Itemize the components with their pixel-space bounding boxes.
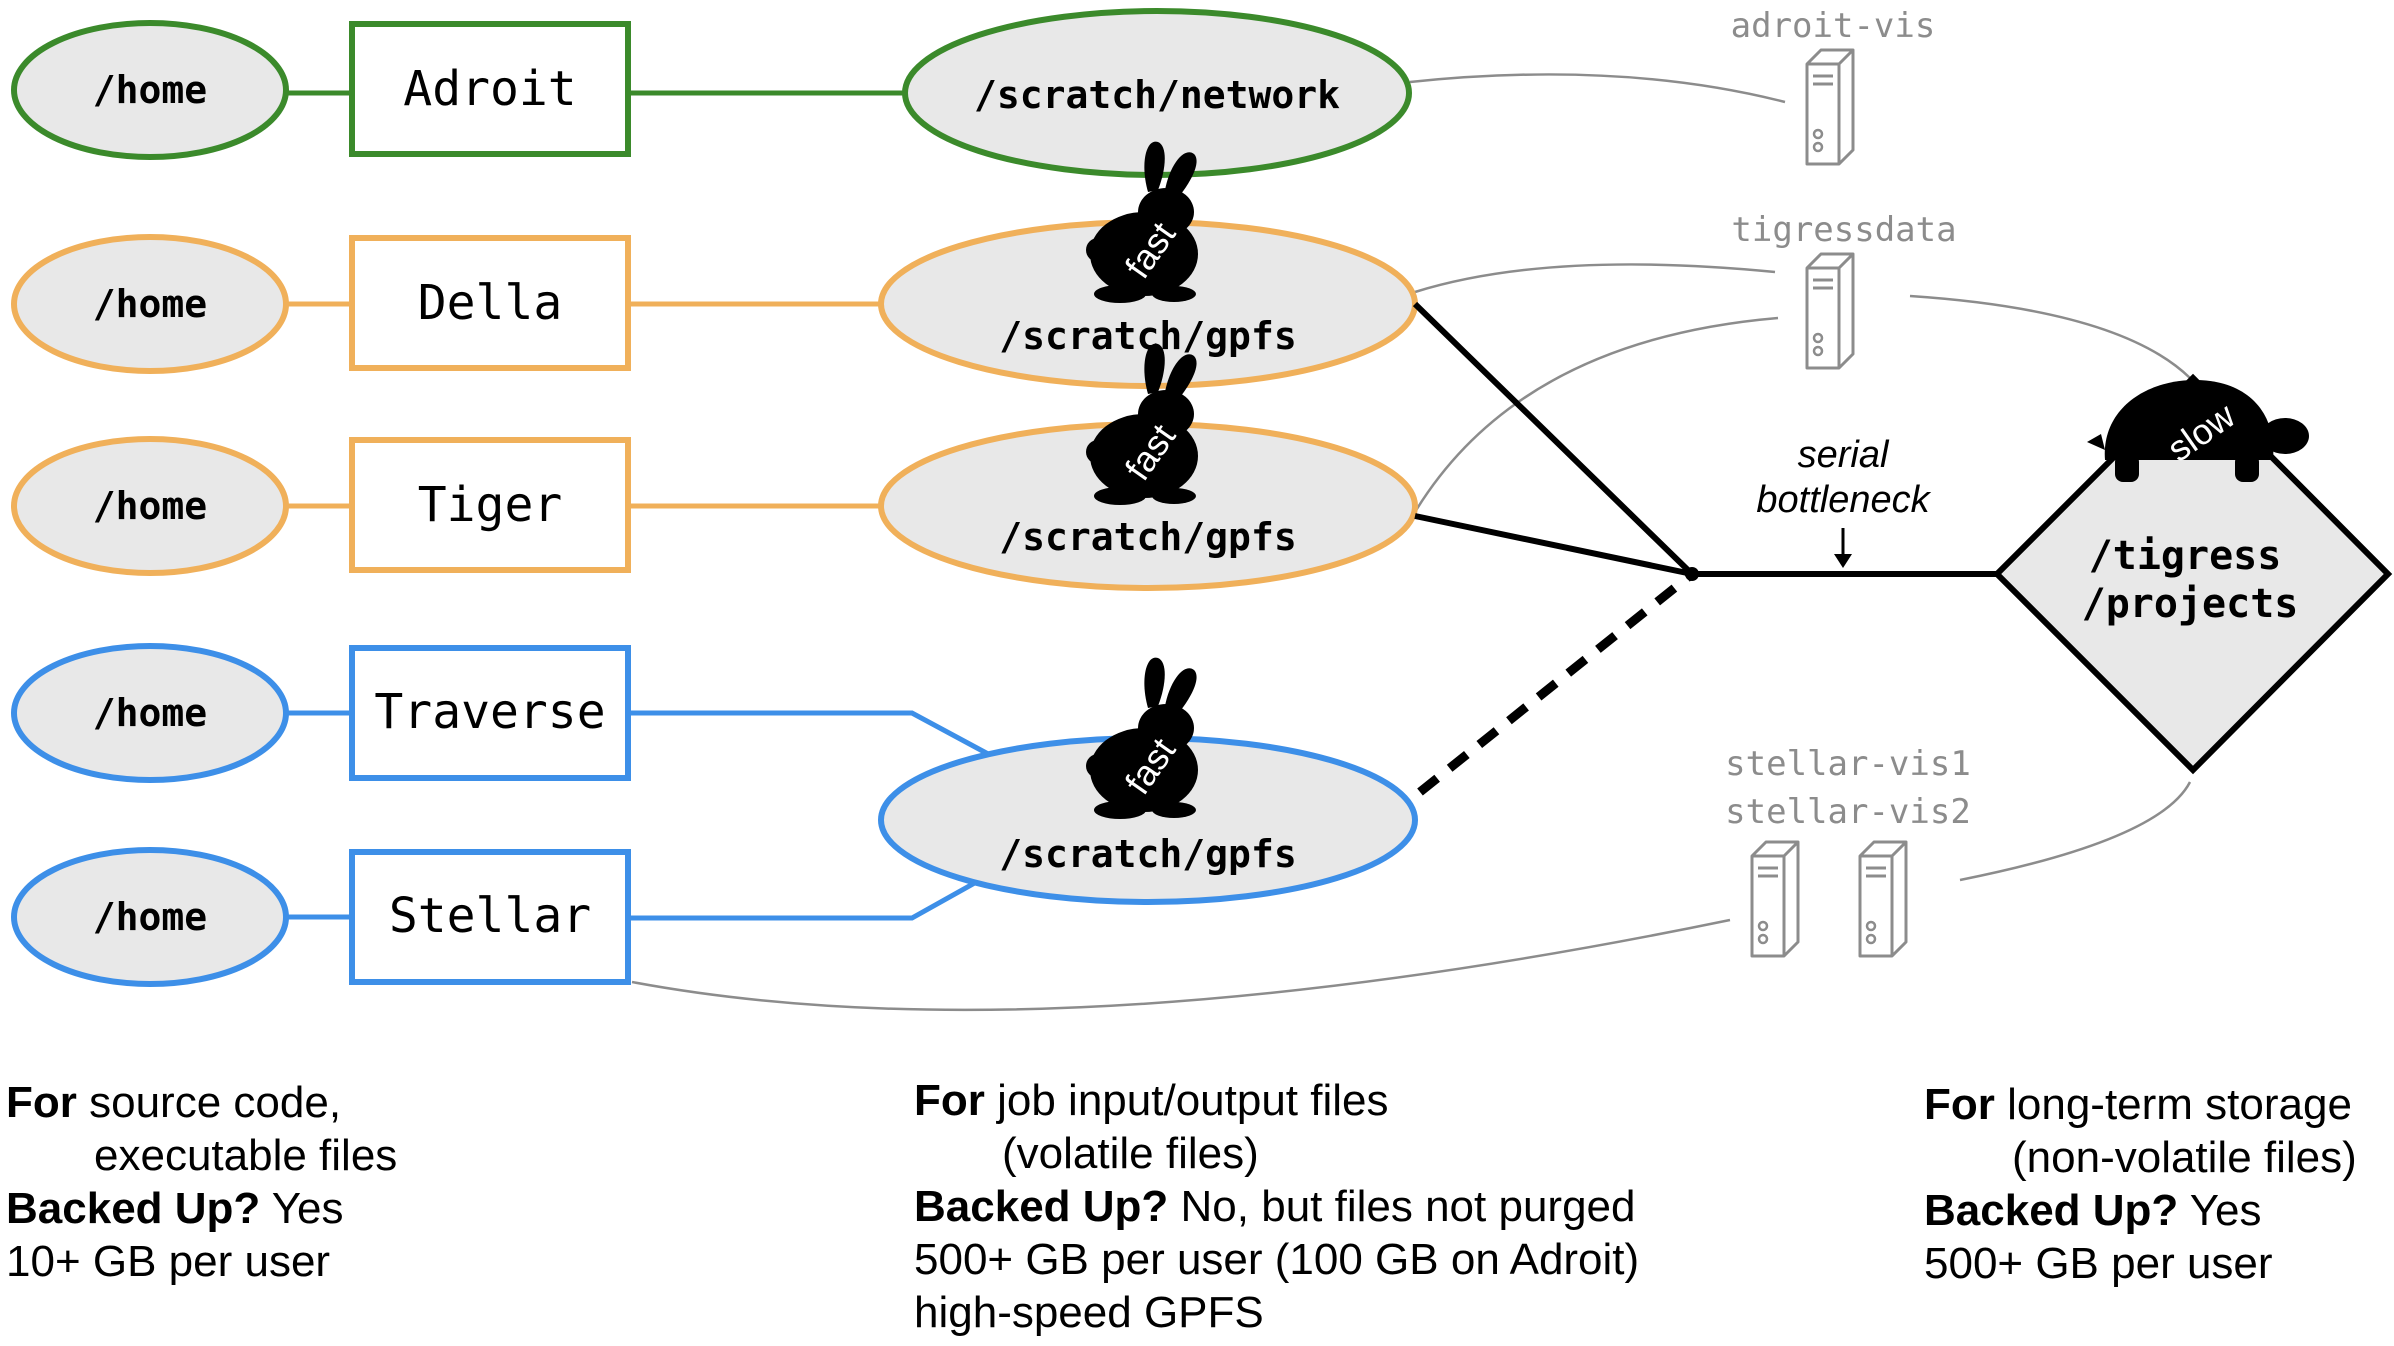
bottleneck-label-line2: bottleneck — [1756, 479, 1931, 521]
adroit-cluster-label: Adroit — [403, 61, 576, 117]
adroit-home-label: /home — [93, 68, 207, 112]
traverse-cluster-box[interactable] — [349, 645, 631, 781]
tiger-row: /home Tiger /scratch/gpfs fast — [11, 343, 1418, 591]
tiger-cluster-label: Tiger — [418, 477, 563, 533]
tiger-home-label: /home — [93, 484, 207, 528]
turtle-icon: slow — [2087, 380, 2309, 482]
home-backed-text: Yes — [260, 1184, 344, 1233]
traverse-home-node[interactable] — [11, 643, 289, 783]
tigress-for-text1: long-term storage — [1994, 1080, 2352, 1129]
adroit-vis-label: adroit-vis — [1731, 6, 1936, 46]
scratch-backed-text: No, but files not purged — [1168, 1182, 1636, 1231]
tigress-storage: /tigress /projects slow — [1992, 373, 2393, 775]
server-icon[interactable] — [1750, 840, 1800, 958]
adroit-vis-link — [1409, 73, 1786, 104]
rabbit-icon: fast — [1086, 141, 1198, 303]
traverse-home-label: /home — [93, 691, 207, 735]
home-backed-label: Backed Up? — [6, 1184, 261, 1233]
home-quota: 10+ GB per user — [6, 1237, 331, 1286]
stellar-cluster-label: Stellar — [389, 888, 591, 944]
adroit-cluster-box[interactable] — [349, 21, 631, 157]
blue-rows: /home Traverse /home Stellar /scratch/gp… — [11, 643, 1418, 987]
tigress-label-line1: /tigress — [2089, 533, 2282, 579]
home-for-label: For — [6, 1078, 77, 1127]
rabbit-icon: fast — [1086, 657, 1198, 819]
home-description: For source code, executable files Backed… — [6, 1076, 397, 1288]
home-for-text2: executable files — [94, 1131, 398, 1180]
server-icon[interactable] — [1805, 252, 1855, 370]
stellar-home-node[interactable] — [11, 847, 289, 987]
server-connections — [631, 73, 2192, 1012]
tiger-scratch-label: /scratch/gpfs — [999, 515, 1296, 559]
tigressdata-tigress-link — [1909, 294, 2191, 379]
tigress-quota: 500+ GB per user — [1924, 1239, 2273, 1288]
tigress-backed-text: Yes — [2178, 1186, 2262, 1235]
scratch-quota: 500+ GB per user (100 GB on Adroit) — [914, 1235, 1640, 1284]
rabbit-icon: fast — [1086, 343, 1198, 505]
tigress-label-line2: /projects — [2082, 581, 2299, 627]
tigress-links: serial bottleneck — [1412, 301, 2000, 796]
traverse-cluster-label: Traverse — [374, 684, 605, 740]
tigress-for-text2: (non-volatile files) — [2012, 1133, 2357, 1182]
scratch-backed-label: Backed Up? — [914, 1182, 1169, 1231]
home-for-text1: source code, — [76, 1078, 342, 1127]
tiger-tigressdata-link — [1413, 316, 1779, 513]
stellar-vis1-label: stellar-vis1 — [1725, 744, 1971, 784]
stellar-vis-tigress-link — [1959, 781, 2192, 882]
stellar-cluster-box[interactable] — [349, 849, 631, 985]
scratch-description: For job input/output files (volatile fil… — [914, 1074, 1639, 1339]
shared-scratch-label: /scratch/gpfs — [999, 832, 1296, 876]
server-icon[interactable] — [1858, 840, 1908, 958]
adroit-home-node[interactable] — [11, 20, 289, 160]
scratch-for-text2: (volatile files) — [1002, 1129, 1259, 1178]
della-home-node[interactable] — [11, 234, 289, 374]
tigressdata-label: tigressdata — [1731, 210, 1956, 250]
tigress-diamond[interactable] — [1992, 373, 2393, 775]
della-tigressdata-link — [1414, 263, 1776, 294]
adroit-scratch-label: /scratch/network — [974, 73, 1340, 117]
stellar-vis-stellar-link — [631, 918, 1731, 1012]
bottleneck-label-line1: serial — [1798, 434, 1890, 476]
scratch-extra: high-speed GPFS — [914, 1288, 1264, 1337]
scratch-for-text1: job input/output files — [984, 1076, 1389, 1125]
stellar-vis2-label: stellar-vis2 — [1725, 792, 1971, 832]
adroit-row: /home Adroit /scratch/network — [11, 8, 1412, 178]
della-cluster-label: Della — [418, 275, 563, 331]
della-home-label: /home — [93, 282, 207, 326]
tiger-cluster-box[interactable] — [349, 437, 631, 573]
server-icon[interactable] — [1805, 48, 1855, 166]
servers: adroit-vis tigressdata stellar-vis1 stel… — [1725, 6, 1971, 958]
tigress-for-label: For — [1924, 1080, 1995, 1129]
tigress-description: For long-term storage (non-volatile file… — [1924, 1078, 2357, 1290]
tiger-home-node[interactable] — [11, 436, 289, 576]
scratch-for-label: For — [914, 1076, 985, 1125]
della-cluster-box[interactable] — [349, 235, 631, 371]
della-row: /home Della /scratch/gpfs fast — [11, 141, 1418, 389]
tigress-backed-label: Backed Up? — [1924, 1186, 2179, 1235]
stellar-home-label: /home — [93, 895, 207, 939]
